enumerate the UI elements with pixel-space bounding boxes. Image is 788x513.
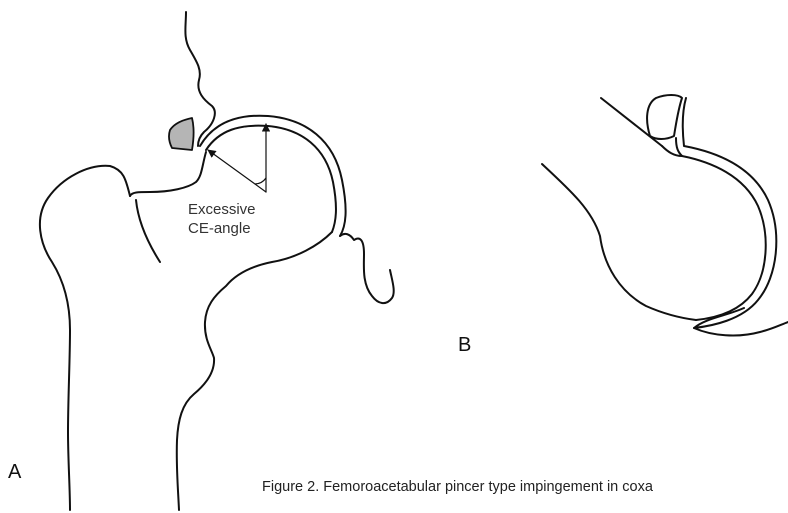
- panel-b-label: B: [458, 334, 471, 356]
- femoral-head-neck: [130, 152, 206, 196]
- figure-caption: Figure 2. Femoroacetabular pincer type i…: [262, 479, 654, 495]
- acetabulum-outer: [683, 98, 777, 328]
- ce-angle-label-line2: CE-angle: [188, 220, 251, 237]
- medial-pelvic-wall: [340, 234, 394, 303]
- femoral-head-b: [542, 146, 696, 320]
- rim-ossicle: [647, 95, 682, 139]
- ce-angle-arc: [255, 178, 266, 184]
- ce-angle-label-line1: Excessive: [188, 201, 256, 218]
- panel-a-label: A: [8, 461, 22, 483]
- panel-b: B: [458, 95, 788, 356]
- greater-trochanter: [40, 166, 130, 510]
- intertrochanteric-line: [136, 200, 160, 262]
- panel-a: Excessive CE-angle A: [8, 12, 394, 510]
- acetabulum-inner: [676, 138, 766, 320]
- lower-contour-b: [694, 322, 788, 335]
- acetabular-rim-upper: [601, 98, 662, 146]
- femoral-head-lower: [177, 232, 332, 510]
- ce-angle-oblique: [208, 150, 266, 192]
- bone-fragment: [169, 118, 194, 150]
